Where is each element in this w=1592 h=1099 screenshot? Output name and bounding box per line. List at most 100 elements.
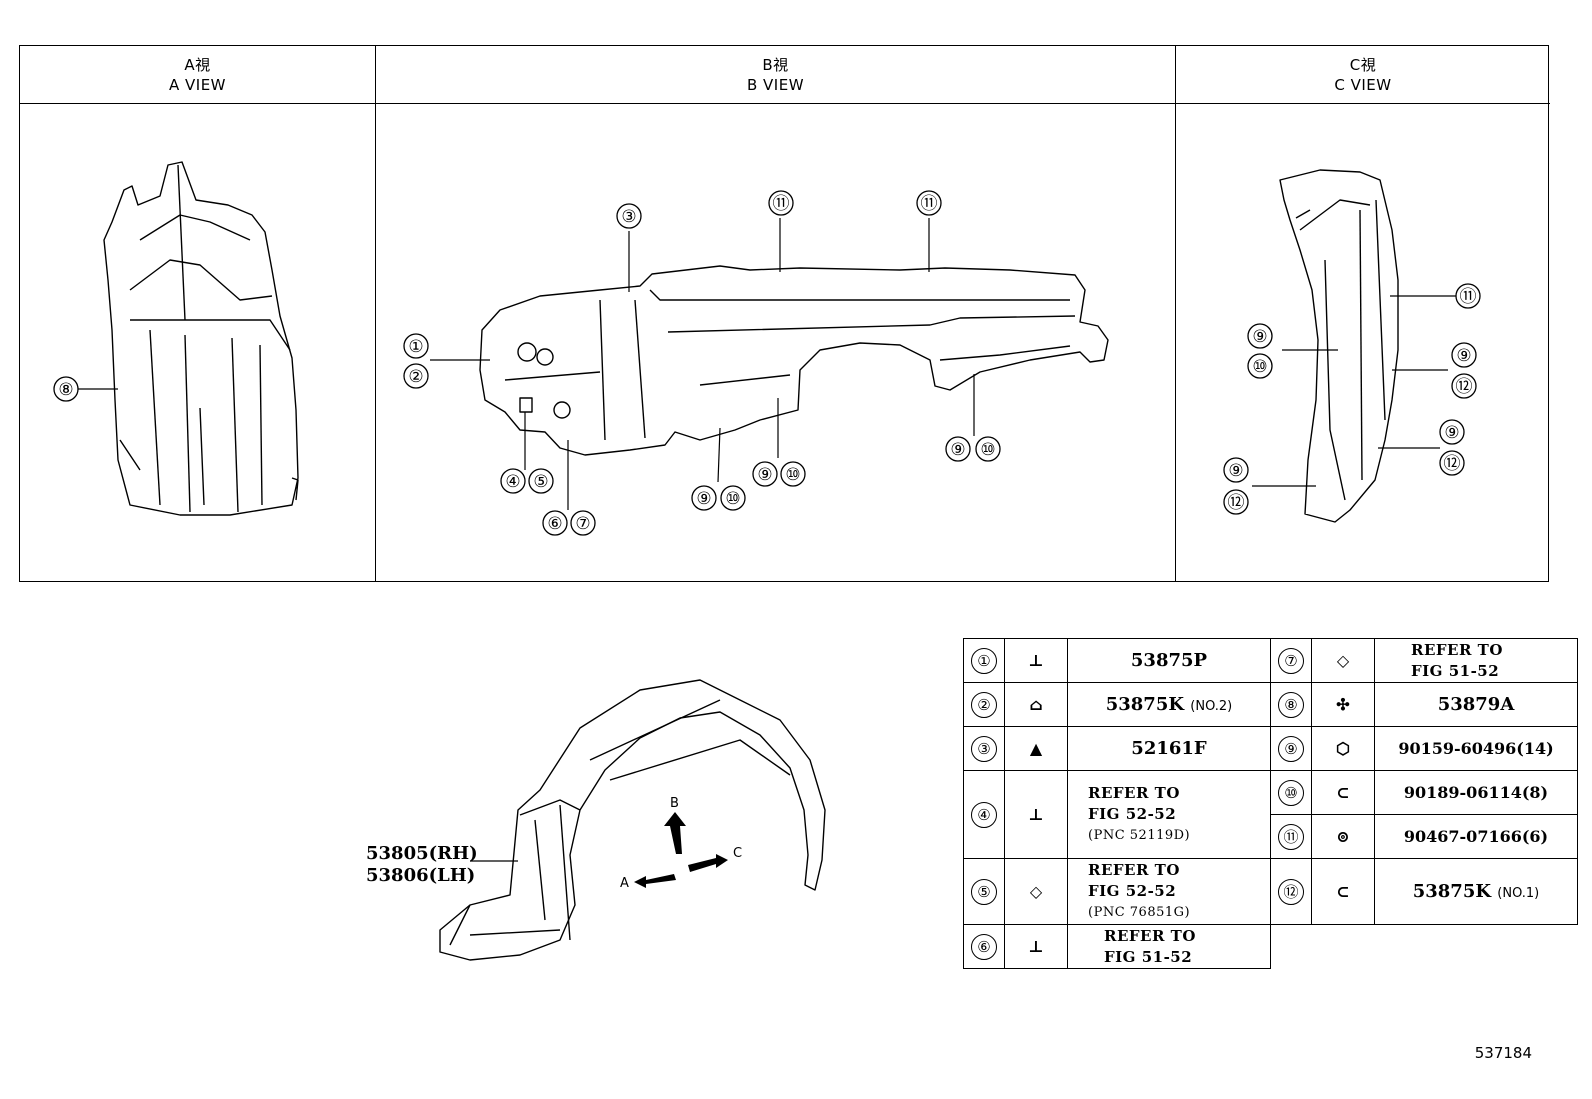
grommet-icon: ⊂ xyxy=(1311,858,1375,925)
legend-part-3: 52161F xyxy=(1067,726,1271,771)
part-number-rh: 53805(RH) xyxy=(366,843,478,864)
callout-number: ⑫ xyxy=(1456,377,1473,397)
callout-number: ① xyxy=(408,337,423,357)
clip-icon: ⊚ xyxy=(1311,814,1375,859)
callout-circle xyxy=(616,203,642,229)
callout-number: ⑧ xyxy=(58,380,73,400)
callout-number: ⑨ xyxy=(1252,327,1267,347)
c-view-panel: C視 C VIEW xyxy=(1176,46,1550,581)
b-view-title-en: B VIEW xyxy=(746,76,805,94)
legend-no-2: ② xyxy=(963,682,1005,727)
callout-number: ⑤ xyxy=(533,472,548,492)
b-view-header: B視 B VIEW xyxy=(376,46,1175,104)
arrow-a-label: A xyxy=(620,876,629,891)
callout-number: ⑨ xyxy=(1444,423,1459,443)
callout-circle xyxy=(1223,457,1249,483)
callout-number: ⑩ xyxy=(1252,357,1267,377)
a-view-title-jp: A視 xyxy=(184,56,211,74)
callout-circle xyxy=(720,485,746,511)
callout-number: ⑦ xyxy=(575,514,590,534)
callout-number: ⑩ xyxy=(725,489,740,509)
push-clip-icon: ▲ xyxy=(1004,726,1068,771)
callout-circle xyxy=(1451,342,1477,368)
callout-number: ⑨ xyxy=(757,465,772,485)
legend-part-10: 90189-06114(8) xyxy=(1374,770,1578,815)
a-view-title-en: A VIEW xyxy=(168,76,227,94)
c-view-liner-drawing xyxy=(1279,169,1399,523)
legend-part-12: 53875K (NO.1) xyxy=(1374,858,1578,925)
callout-number: ⑩ xyxy=(980,440,995,460)
legend-no-6: ⑥ xyxy=(963,924,1005,969)
callout-number: ⑫ xyxy=(1228,493,1245,513)
part-number-lh: 53806(LH) xyxy=(366,865,476,886)
legend-no-12: ⑫ xyxy=(1270,858,1312,925)
b-view-liner-drawing xyxy=(479,265,1109,456)
legend-empty-cell xyxy=(1271,925,1312,969)
b-view-title-jp: B視 xyxy=(762,56,789,74)
legend-empty-cell xyxy=(1375,925,1578,969)
legend-empty-cell xyxy=(1312,925,1375,969)
legend-no-4: ④ xyxy=(963,770,1005,859)
views-frame: A視 A VIEW B視 B VIEW C視 C VIEW xyxy=(19,45,1550,582)
callout-circle xyxy=(1439,419,1465,445)
retainer-icon: ⌂ xyxy=(1004,682,1068,727)
legend-no-10: ⑩ xyxy=(1270,770,1312,815)
a-view-panel: A視 A VIEW xyxy=(20,46,376,581)
callout-number: ⑨ xyxy=(1456,346,1471,366)
legend-no-8: ⑧ xyxy=(1270,682,1312,727)
callout-circle xyxy=(752,461,778,487)
callout-number: ⑨ xyxy=(1228,461,1243,481)
callout-circle xyxy=(500,468,526,494)
leader-lines xyxy=(78,218,1456,888)
callout-number: ⑫ xyxy=(1444,454,1461,474)
nut-icon: ◇ xyxy=(1311,638,1375,683)
callout-circle xyxy=(528,468,554,494)
callout-circle xyxy=(780,461,806,487)
callout-circle xyxy=(768,190,794,216)
callout-circle xyxy=(542,510,568,536)
callout-circle xyxy=(570,510,596,536)
clip-icon: ⊥ xyxy=(1004,638,1068,683)
c-view-header: C視 C VIEW xyxy=(1176,46,1550,104)
callout-number: ⑪ xyxy=(773,194,790,214)
callout-number: ② xyxy=(408,367,423,387)
callout-circle xyxy=(1451,373,1477,399)
callout-number: ⑥ xyxy=(547,514,562,534)
callout-circle xyxy=(403,363,429,389)
callout-circle xyxy=(1439,450,1465,476)
arrow-b-label: B xyxy=(670,796,679,811)
callout-circle xyxy=(691,485,717,511)
legend-part-1: 53875P xyxy=(1067,638,1271,683)
callout-circle xyxy=(1247,353,1273,379)
callout-circle xyxy=(916,190,942,216)
legend-no-5: ⑤ xyxy=(963,858,1005,925)
figure-number: 537184 xyxy=(1474,1044,1532,1062)
callout-number: ⑪ xyxy=(1460,287,1477,307)
legend-part-11: 90467-07166(6) xyxy=(1374,814,1578,859)
legend-no-11: ⑪ xyxy=(1270,814,1312,859)
a-view-liner-drawing xyxy=(103,161,299,516)
callout-number: ⑪ xyxy=(921,194,938,214)
screw-icon: ⊥ xyxy=(1004,924,1068,969)
legend-part-2: 53875K (NO.2) xyxy=(1067,682,1271,727)
callout-circle xyxy=(403,333,429,359)
callout-circle xyxy=(1247,323,1273,349)
c-view-title-jp: C視 xyxy=(1349,56,1377,74)
callout-number: ⑨ xyxy=(696,489,711,509)
callout-circle xyxy=(53,376,79,402)
legend-part-8: 53879A xyxy=(1374,682,1578,727)
legend-no-1: ① xyxy=(963,638,1005,683)
legend-no-7: ⑦ xyxy=(1270,638,1312,683)
c-view-title-en: C VIEW xyxy=(1334,76,1392,94)
nut-icon: ◇ xyxy=(1004,858,1068,925)
legend-part-9: 90159-60496(14) xyxy=(1374,726,1578,771)
callout-number: ④ xyxy=(505,472,520,492)
callout-number: ③ xyxy=(621,207,636,227)
arrow-c-label: C xyxy=(733,846,743,861)
grommet-icon: ⊂ xyxy=(1311,770,1375,815)
